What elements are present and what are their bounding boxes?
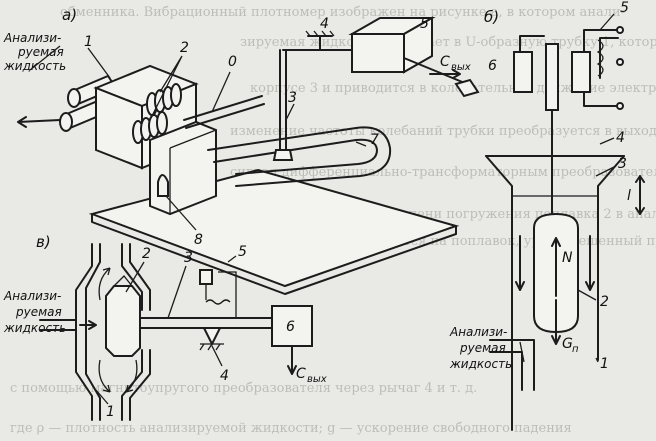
panel-c-output-arrow [287, 345, 297, 375]
coil-windings [132, 83, 182, 144]
coil-left [513, 51, 533, 93]
block-6 [271, 305, 313, 347]
panel-c-num-4: 4 [220, 368, 229, 384]
relay-5 [199, 269, 213, 285]
panel-a-liquid-line2: руемая [17, 45, 64, 59]
panel-b-liquid-line2: руемая [459, 341, 506, 355]
panel-b-num-5: 5 [620, 0, 629, 16]
outlet-arrow [17, 116, 61, 128]
panel-a-num-5: 5 [420, 16, 429, 32]
float-body-2 [105, 285, 141, 357]
panel-b-num-4: 4 [616, 130, 625, 146]
inlet-pipe-top-end [67, 88, 81, 108]
panel-c-output-sub: вых [307, 374, 327, 385]
panel-b-label: б) [484, 8, 499, 26]
panel-c-num-1: 1 [106, 404, 115, 420]
chamber-right-wall [129, 243, 151, 421]
transducer-side [403, 16, 433, 74]
panel-b-dim-l: l [627, 188, 631, 204]
panel-c-output-label: C [296, 366, 306, 382]
panel-c-liquid-line3: жидкость [3, 321, 66, 335]
panel-b-liquid-line1: Анализи- [449, 325, 507, 339]
core-rod [545, 43, 559, 111]
base-plate [88, 168, 460, 288]
panel-a-num-1: 1 [84, 34, 93, 50]
bg-line-3: корпусе 3 и приводится в колебательное д… [250, 81, 656, 96]
panel-c: в) Анализи- руемая жидкость 5 6 C вы [3, 233, 327, 421]
bg-line-5: сигнал дифференциально-трансформаторным … [230, 165, 656, 180]
bg-line-4: изменение частоты колебаний трубки преоб… [230, 124, 656, 139]
output-arrow [429, 69, 461, 79]
panel-a-num-3: 3 [288, 90, 297, 106]
connector-6 [454, 78, 480, 98]
panel-a-num-4: 4 [320, 16, 329, 32]
transformer-winding [596, 39, 604, 77]
panel-b-num-1: 1 [600, 356, 609, 372]
panel-a-label: а) [62, 6, 77, 24]
panel-b-num-3: 3 [618, 156, 627, 172]
panel-a-num-2: 2 [180, 40, 189, 56]
bg-line-2: зируемая жидкость поступает в U-образную… [240, 35, 656, 50]
panel-a-liquid-line1: Анализи- [3, 31, 61, 45]
shaft-0 [183, 95, 263, 121]
bg-line-1: обменника. Вибрационный плотномер изобра… [60, 5, 625, 20]
panel-c-label: в) [36, 233, 51, 251]
flow-down-right [585, 235, 595, 291]
transducer-5 [351, 33, 405, 73]
coil-right [571, 51, 591, 93]
bg-line-8: с помощью магнитоупругого преобразовател… [10, 381, 477, 396]
panel-a-num-8: 8 [194, 232, 203, 248]
panel-a: а) Анализи- руемая жидкость [3, 6, 497, 295]
force-G-arrow [551, 299, 561, 345]
inlet-pipe [39, 319, 77, 331]
clamp-8 [157, 174, 169, 197]
base-plate-edge [91, 213, 457, 295]
bg-line-9: где ρ — плотность анализируемой жидкости… [10, 421, 572, 436]
spring-4 [205, 299, 231, 305]
panel-a-output-sub: вых [451, 62, 471, 73]
force-N-arrow [551, 237, 561, 297]
panel-b-force-G-sub: п [572, 344, 579, 355]
panel-b-force-N: N [562, 250, 573, 266]
pivot-support [307, 35, 333, 51]
liquid-inlet-pointer [29, 45, 61, 71]
dim-l [635, 175, 645, 215]
panel-a-num-7: 7 [370, 132, 379, 148]
panel-b-liquid-line3: жидкость [449, 357, 512, 371]
panel-a-num-6: 6 [488, 58, 497, 74]
panel-a-num-0: 0 [228, 54, 237, 70]
panel-b-num-2: 2 [600, 294, 609, 310]
support-bracket [149, 120, 217, 216]
panel-c-liquid-line1: Анализи- [3, 289, 61, 303]
panel-c-num-5: 5 [238, 244, 247, 260]
panel-c-num-2: 2 [142, 246, 151, 262]
panel-b: б) 5 4 3 l N 2 G п [449, 0, 645, 431]
panel-c-num-3: 3 [184, 250, 193, 266]
flow-down-left [515, 235, 525, 291]
spring-pivot [202, 327, 222, 347]
u-tube-outer [207, 126, 392, 187]
inlet-pipe-bottom-end [59, 112, 73, 132]
u-tube-inner [213, 138, 378, 175]
panel-c-num-6: 6 [286, 319, 295, 335]
panel-a-output-label: C [440, 54, 450, 70]
lever-3 [139, 317, 273, 329]
panel-c-liquid-line2: руемая [15, 305, 62, 319]
panel-b-force-G: G [562, 336, 573, 352]
output-cable [403, 57, 473, 87]
